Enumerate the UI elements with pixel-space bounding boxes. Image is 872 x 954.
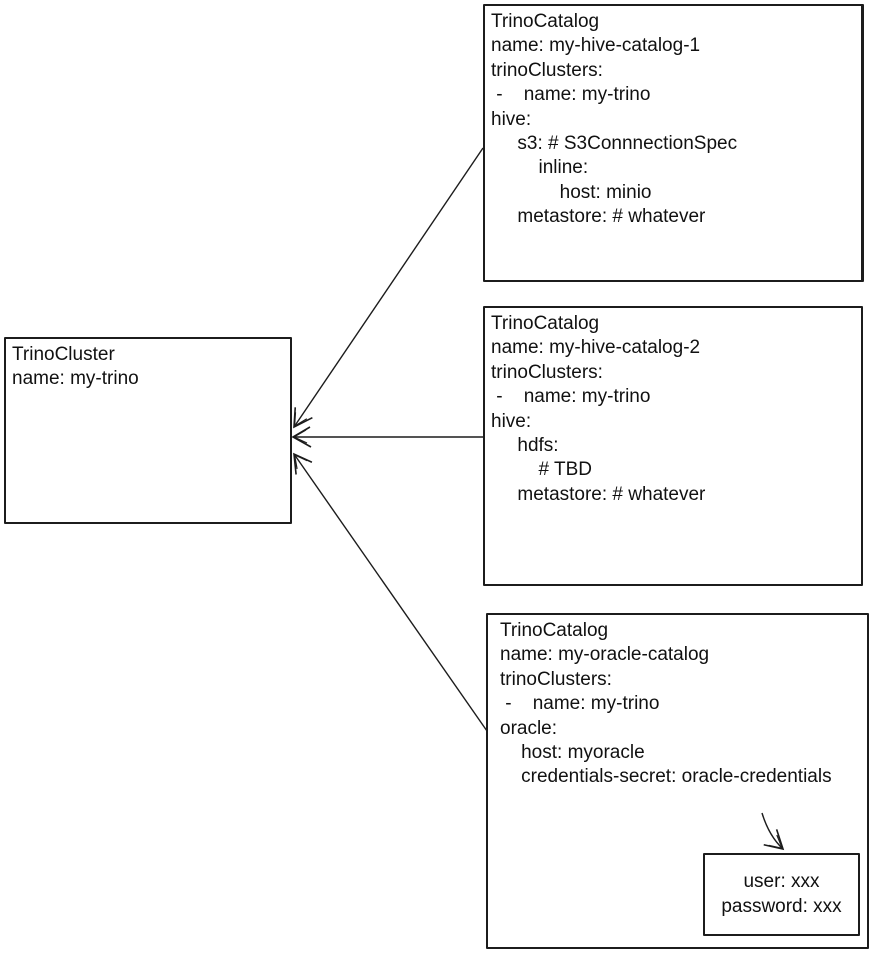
trinocatalog-oracle-text: TrinoCatalog name: my-oracle-catalog tri… — [500, 620, 832, 788]
trinocluster-box: TrinoCluster name: my-trino — [4, 337, 292, 524]
credentials-secret-box: user: xxx password: xxx — [703, 853, 860, 936]
trinocatalog-hive-1-text: TrinoCatalog name: my-hive-catalog-1 tri… — [491, 11, 738, 228]
trinocatalog-box-oracle: TrinoCatalog name: my-oracle-catalog tri… — [486, 613, 869, 949]
trinocluster-text: TrinoCluster name: my-trino — [12, 344, 139, 390]
trinocatalog-hive-2-text: TrinoCatalog name: my-hive-catalog-2 tri… — [491, 313, 706, 505]
trinocatalog-box-hive-2: TrinoCatalog name: my-hive-catalog-2 tri… — [483, 306, 863, 586]
trinocatalog-box-hive-1: TrinoCatalog name: my-hive-catalog-1 tri… — [483, 4, 864, 282]
edge-hive-catalog-1-to-cluster — [293, 147, 484, 429]
credentials-secret-text: user: xxx password: xxx — [721, 871, 842, 917]
edge-oracle-catalog-to-cluster — [293, 452, 488, 732]
